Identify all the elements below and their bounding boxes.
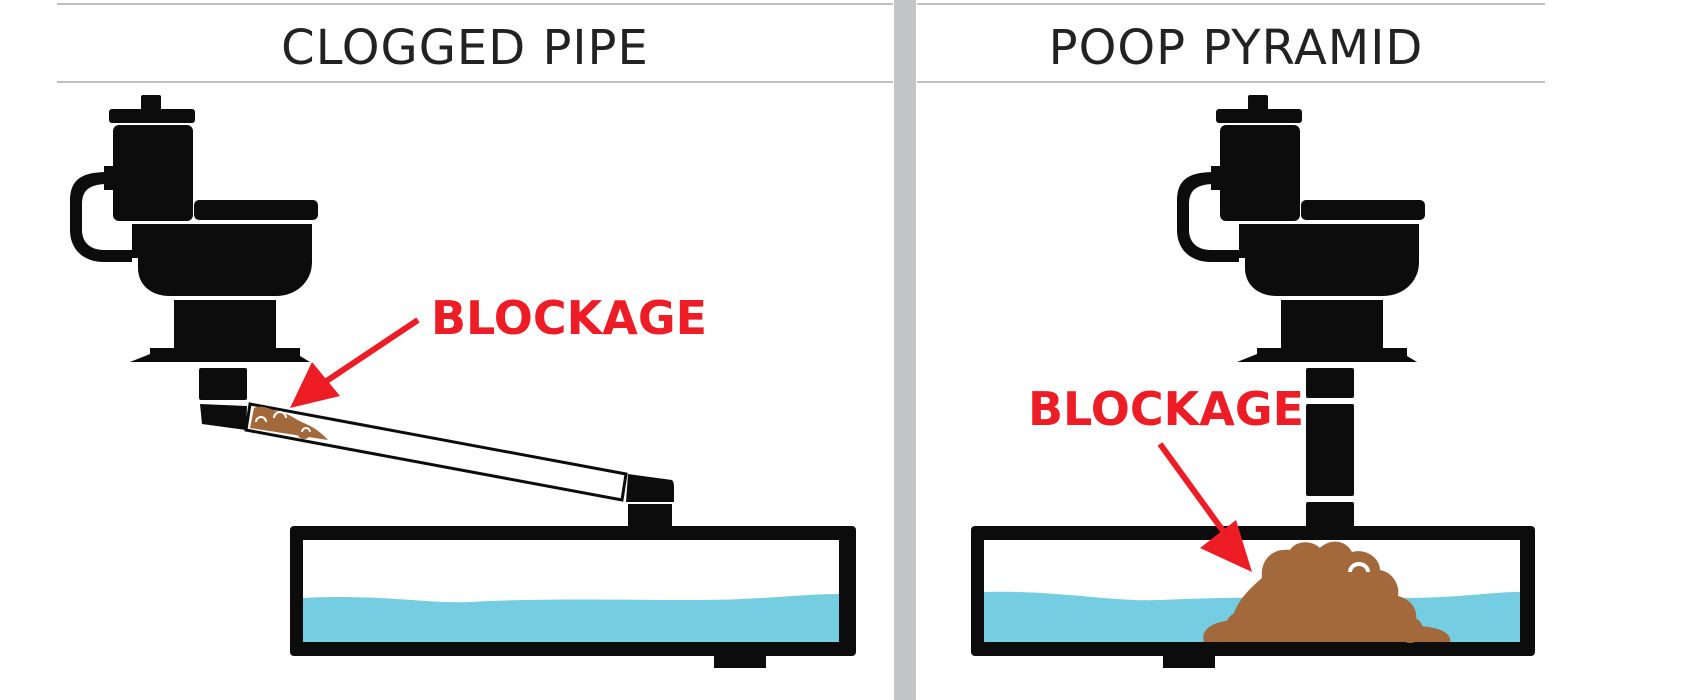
blockage-callout-label: BLOCKAGE: [1028, 382, 1304, 436]
layout-rules: [57, 0, 1545, 700]
waste-icon: [1203, 541, 1451, 643]
panel-clogged-pipe: CLOGGED PIPE: [70, 20, 856, 668]
blockage-callout-label: BLOCKAGE: [431, 291, 707, 345]
toilet-icon: [1177, 95, 1425, 362]
panel-divider: [894, 0, 916, 700]
panel-title: POOP PYRAMID: [1049, 20, 1424, 76]
arrow-icon: [290, 317, 420, 408]
drain-pipe: [199, 368, 674, 526]
waste-icon: [250, 406, 328, 440]
sloped-pipe: [244, 402, 628, 502]
toilet-icon: [70, 95, 318, 362]
arrow-icon: [1157, 442, 1252, 572]
panel-poop-pyramid: POOP PYRAMID: [971, 20, 1535, 668]
drain-pipe: [1306, 368, 1354, 528]
holding-tank-icon: [290, 526, 856, 668]
panel-title: CLOGGED PIPE: [281, 20, 649, 76]
